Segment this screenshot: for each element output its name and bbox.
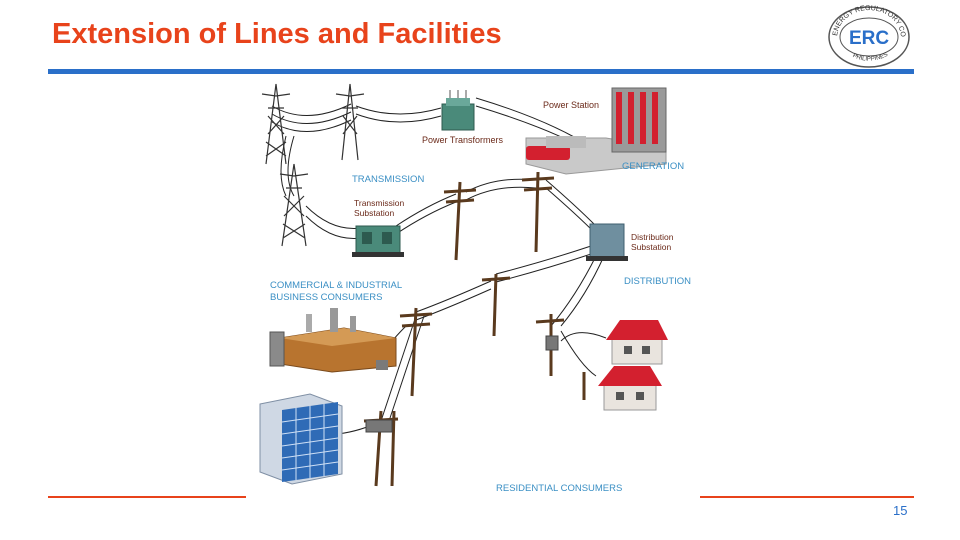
label-residential: RESIDENTIAL CONSUMERS — [496, 483, 622, 494]
label-distribution-substation-line2: Substation — [631, 242, 671, 252]
power-transformers — [441, 90, 475, 131]
logo-acronym: ERC — [849, 28, 889, 49]
label-distribution-substation-line1: Distribution — [631, 232, 674, 242]
label-distribution: DISTRIBUTION — [624, 276, 691, 287]
label-commercial-line2: BUSINESS CONSUMERS — [270, 292, 382, 303]
title-divider — [48, 69, 914, 74]
footer-divider-right — [700, 496, 914, 498]
transmission-towers — [261, 83, 365, 247]
label-transmission-substation-line2: Substation — [354, 208, 394, 218]
office-building — [259, 393, 343, 485]
distribution-substation — [586, 223, 628, 261]
pole-transformers — [365, 335, 559, 433]
erc-logo: ENERGY REGULATORY COMMISSION PHILIPPINES… — [824, 4, 910, 68]
slide-title: Extension of Lines and Facilities — [52, 18, 502, 50]
power-system-diagram: Power Station Power Transformers GENERAT… — [259, 83, 691, 494]
transmission-substation — [352, 225, 404, 257]
industrial-building — [269, 308, 397, 373]
logo-country-text: PHILIPPINES — [852, 52, 890, 63]
residential-houses — [598, 320, 668, 411]
utility-poles — [363, 171, 586, 487]
label-transmission-substation-line1: Transmission — [354, 198, 404, 208]
footer-divider-left — [48, 496, 246, 498]
label-power-station: Power Station — [543, 100, 599, 110]
label-generation: GENERATION — [622, 161, 684, 172]
label-power-transformers: Power Transformers — [422, 135, 504, 145]
label-transmission: TRANSMISSION — [352, 174, 424, 185]
power-station — [525, 87, 667, 175]
page-number: 15 — [893, 503, 908, 518]
label-commercial-line1: COMMERCIAL & INDUSTRIAL — [270, 280, 402, 291]
